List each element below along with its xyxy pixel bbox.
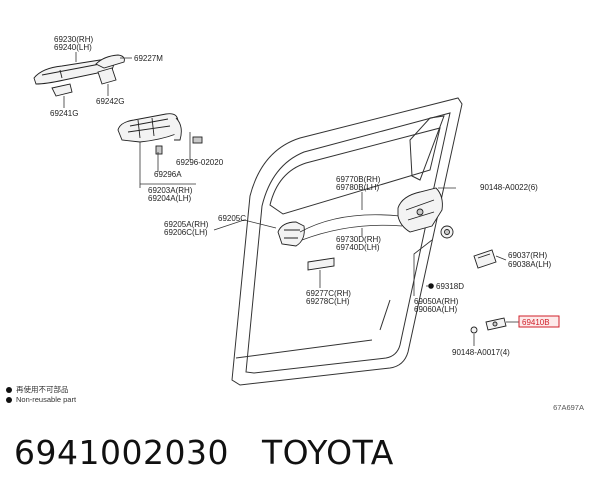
label-69318d: 69318D xyxy=(436,282,464,291)
bullet-icon xyxy=(6,397,12,404)
outside-handle-frame xyxy=(33,54,125,97)
non-reusable-marker xyxy=(428,283,434,289)
label-69241g: 69241G xyxy=(50,109,78,118)
parts-diagram: 69230(RH) 69240(LH) 69227M 69242G 69241G… xyxy=(33,35,560,386)
label-69770b: 69770B(RH) xyxy=(336,175,381,184)
label-69296-02020: 69296-02020 xyxy=(176,158,224,167)
label-69296a: 69296A xyxy=(154,170,182,179)
legend: 再使用不可部品 Non-reusable part xyxy=(6,385,76,405)
legend-text-jp: 再使用不可部品 xyxy=(16,385,69,394)
bullet-icon xyxy=(6,387,12,394)
label-69038a: 69038A(LH) xyxy=(508,260,551,269)
figure-code: 67A697A xyxy=(553,403,584,412)
label-69227m: 69227M xyxy=(134,54,163,63)
label-69204a: 69204A(LH) xyxy=(148,194,191,203)
label-69740d: 69740D(LH) xyxy=(336,243,380,252)
label-69050a: 69050A(RH) xyxy=(414,297,459,306)
label-69240: 69240(LH) xyxy=(54,43,92,52)
label-69206c: 69206C(LH) xyxy=(164,228,208,237)
outside-handle xyxy=(117,113,203,155)
label-69060a: 69060A(LH) xyxy=(414,305,457,314)
label-90148-a0022: 90148-A0022(6) xyxy=(480,183,538,192)
part-labels: 69230(RH) 69240(LH) 69227M 69242G 69241G… xyxy=(50,35,560,357)
leader-lines xyxy=(63,52,520,346)
caption: 6941002030 TOYOTA xyxy=(14,433,394,472)
control-cables xyxy=(299,214,403,241)
label-90148-a0017: 90148-A0017(4) xyxy=(452,348,510,357)
striker-part xyxy=(470,317,507,334)
legend-row-en: Non-reusable part xyxy=(6,395,76,405)
highlight-box-69410b xyxy=(518,315,560,328)
label-69780b: 69780B(LH) xyxy=(336,183,379,192)
part-number: 6941002030 xyxy=(14,433,229,472)
label-69230: 69230(RH) xyxy=(54,35,93,44)
door-lock-assembly xyxy=(397,187,454,239)
inside-handle-right xyxy=(473,249,497,269)
label-69730d: 69730D(RH) xyxy=(336,235,381,244)
inside-handle xyxy=(277,221,305,247)
pull-handle xyxy=(307,257,335,271)
label-69410b: 69410B xyxy=(522,318,550,327)
brand-name: TOYOTA xyxy=(261,433,394,472)
legend-text-en: Non-reusable part xyxy=(16,395,77,404)
label-69205a: 69205A(RH) xyxy=(164,220,209,229)
label-69203a: 69203A(RH) xyxy=(148,186,193,195)
rear-door-outline xyxy=(231,97,463,386)
label-69277c: 69277C(RH) xyxy=(306,289,351,298)
label-69242g: 69242G xyxy=(96,97,124,106)
legend-row-jp: 再使用不可部品 xyxy=(6,385,76,395)
label-69278c: 69278C(LH) xyxy=(306,297,350,306)
label-69205c: 69205C xyxy=(218,214,246,223)
label-69037: 69037(RH) xyxy=(508,251,547,260)
